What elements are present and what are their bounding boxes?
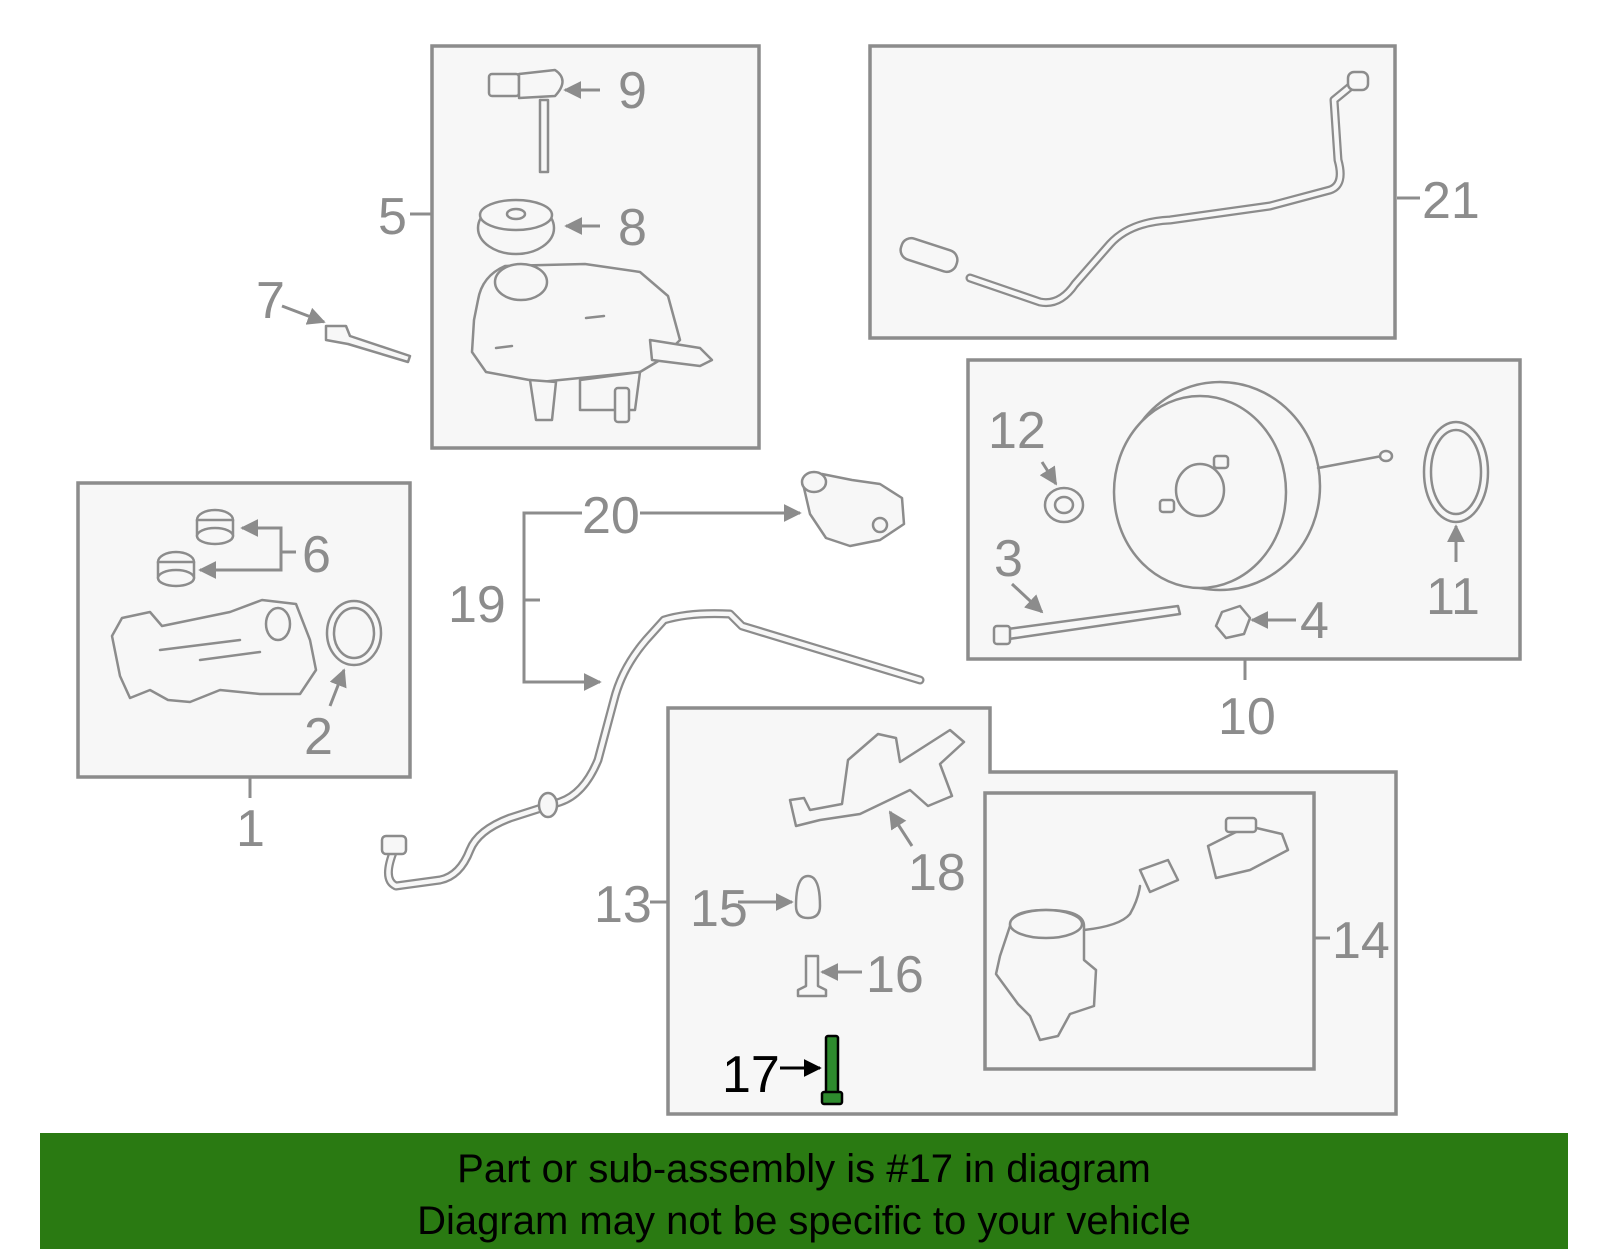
callout-4: 4 (1300, 592, 1329, 650)
fluid-level-sensor (487, 68, 564, 174)
push-clip (796, 954, 828, 998)
banner-line-2: Diagram may not be specific to your vehi… (417, 1199, 1191, 1243)
callout-11: 11 (1426, 568, 1480, 626)
callout-12: 12 (988, 402, 1046, 460)
callout-20: 20 (582, 487, 640, 545)
callout-6: 6 (302, 526, 331, 584)
callout-19: 19 (448, 576, 506, 634)
callout-1: 1 (236, 800, 265, 858)
reservoir-body (470, 262, 714, 424)
callout-17[interactable]: 17 (722, 1046, 780, 1104)
booster-hex-nut (1214, 604, 1252, 640)
callout-15: 15 (690, 880, 748, 938)
banner-line-1: Part or sub-assembly is #17 in diagram (457, 1147, 1151, 1191)
reservoir-cap (476, 198, 556, 256)
vacuum-pump (994, 816, 1290, 1042)
brake-booster-group (966, 358, 1522, 661)
highlighted-bolt[interactable] (820, 1034, 844, 1106)
reservoir-seals (156, 508, 235, 588)
rubber-cap (794, 874, 822, 920)
callout-14: 14 (1332, 912, 1390, 970)
callout-21: 21 (1422, 172, 1480, 230)
callout-13: 13 (594, 876, 652, 934)
hose-connector (899, 236, 959, 274)
info-banner: Part or sub-assembly is #17 in diagram D… (40, 1133, 1568, 1249)
callout-2: 2 (304, 708, 333, 766)
reservoir-pin (324, 324, 412, 364)
callout-7: 7 (256, 272, 285, 330)
callout-labels: 9 8 5 7 21 6 2 1 12 3 4 11 10 20 19 13 1… (236, 62, 1480, 1104)
callout-8: 8 (618, 199, 647, 257)
callout-10: 10 (1218, 688, 1276, 746)
callout-9: 9 (618, 62, 647, 120)
vacuum-hose-group (868, 44, 1397, 340)
callout-16: 16 (866, 946, 924, 1004)
pump-bracket (788, 728, 966, 828)
callout-3: 3 (994, 530, 1023, 588)
leader-lines (198, 81, 1465, 1077)
callout-5: 5 (378, 188, 407, 246)
vacuum-pump-group (666, 706, 1398, 1116)
brake-line (380, 609, 925, 891)
callout-18: 18 (908, 844, 966, 902)
brake-valve (800, 470, 906, 548)
reservoir-assembly-group (430, 44, 761, 450)
